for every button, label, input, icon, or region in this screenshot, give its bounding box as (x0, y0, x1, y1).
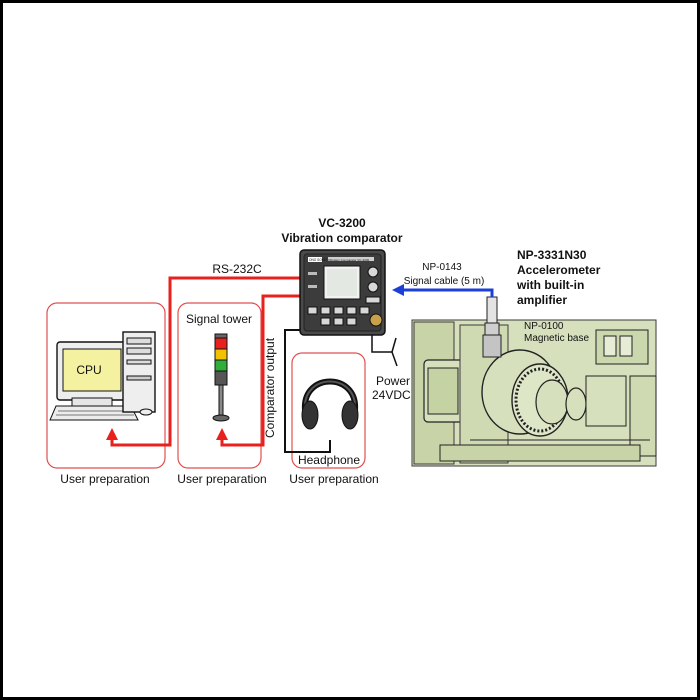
machine-illustration (411, 319, 657, 467)
headphone-box (291, 352, 366, 469)
magnetic-base-model-label: NP-0100 (524, 321, 564, 332)
power-label: Power (376, 374, 410, 388)
signal-cable (402, 288, 494, 297)
cpu-box (46, 302, 166, 469)
signal-cable-arrow (392, 284, 404, 296)
brand-logo: ONO SOKKI (309, 258, 327, 262)
comparator-output-line (220, 294, 300, 447)
panel-caption: Vibration Comparator VC-3200 (328, 258, 369, 262)
headphone-cable (284, 329, 331, 453)
sensor-line1-label: Accelerometer (517, 263, 601, 277)
sensor-line3-label: amplifier (517, 293, 567, 307)
signal-tower-box (177, 302, 262, 469)
signal-tower-illustration (212, 333, 230, 422)
comparator-model-label: VC-3200 (318, 216, 366, 230)
rs232c-label: RS-232C (212, 262, 262, 276)
signal-cable-model-label: NP-0143 (422, 262, 462, 273)
comparator-output-label: Comparator output (263, 337, 277, 438)
sensor-model-label: NP-3331N30 (517, 248, 587, 262)
headphone-user-prep-label: User preparation (289, 472, 378, 486)
comparator-device (299, 249, 386, 336)
signal-cable-desc-label: Signal cable (5 m) (404, 276, 485, 287)
tower-user-prep-label: User preparation (177, 472, 266, 486)
signal-tower-label: Signal tower (186, 312, 252, 326)
accelerometer (482, 296, 502, 358)
headphone-label: Headphone (298, 453, 360, 467)
magnetic-base-desc-label: Magnetic base (524, 333, 589, 344)
cpu-label: CPU (76, 363, 101, 377)
rs232c-line (110, 276, 300, 447)
rs232c-arrow (106, 428, 118, 440)
cpu-user-prep-label: User preparation (60, 472, 149, 486)
headphone-illustration (301, 378, 359, 430)
computer-illustration (49, 331, 156, 421)
sensor-line2-label: with built-in (516, 278, 584, 292)
comparator-output-arrow (216, 428, 228, 440)
comparator-name-label: Vibration comparator (281, 231, 402, 245)
power-voltage-label: 24VDC (372, 388, 411, 402)
power-cable (371, 333, 398, 367)
